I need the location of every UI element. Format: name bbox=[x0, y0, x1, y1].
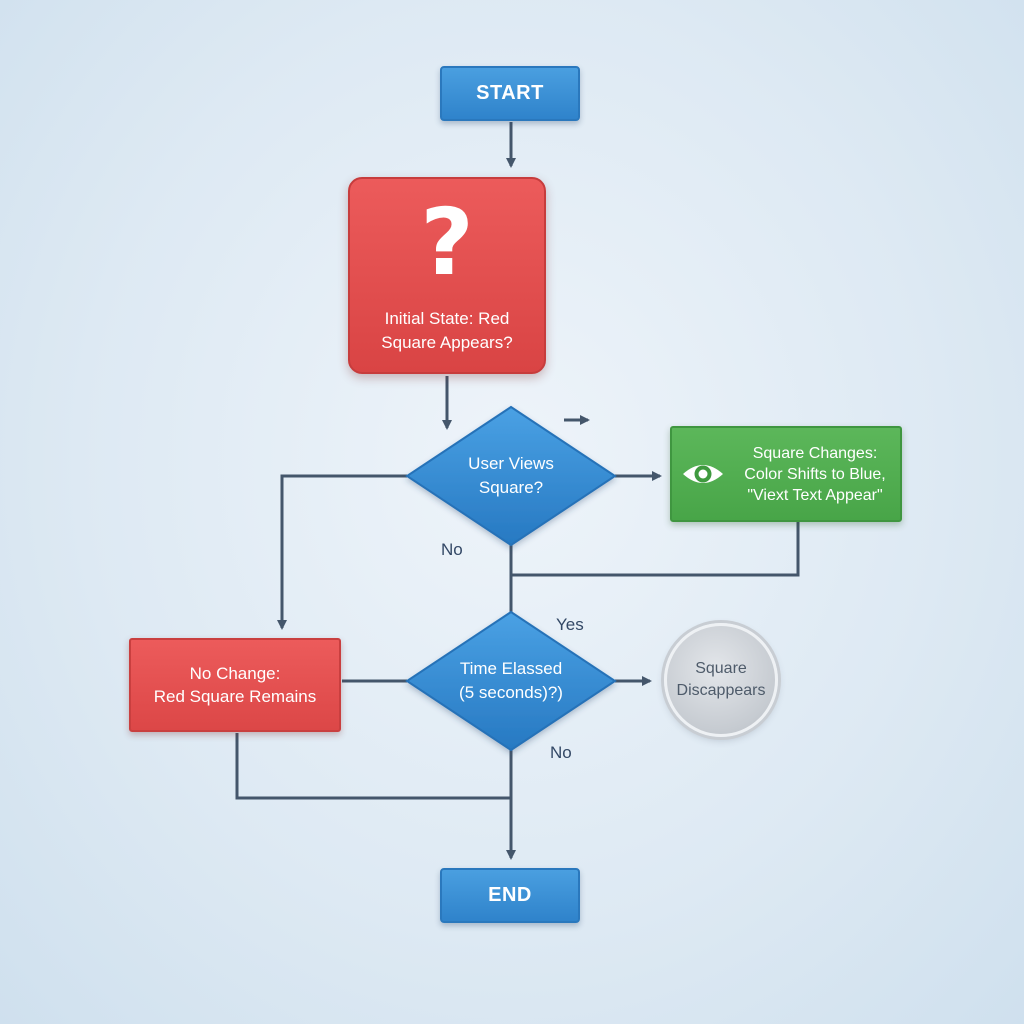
question-mark-icon: ? bbox=[420, 188, 474, 296]
user-views-text: User Views Square? bbox=[431, 452, 591, 500]
edge-label-user-views-no: No bbox=[441, 540, 463, 559]
square-changes-node: Square Changes: Color Shifts to Blue, "V… bbox=[670, 426, 902, 522]
decision-diamond-time bbox=[405, 610, 617, 752]
line-no-change-return bbox=[235, 733, 511, 800]
square-changes-text: Square Changes: Color Shifts to Blue, "V… bbox=[730, 443, 900, 506]
start-node: START bbox=[440, 66, 580, 121]
square-changes-line2: Color Shifts to Blue, bbox=[744, 465, 886, 483]
no-change-node: No Change: Red Square Remains bbox=[129, 638, 341, 732]
start-label: START bbox=[476, 82, 544, 104]
edge-label-time-yes: Yes bbox=[556, 615, 584, 634]
square-changes-line1: Square Changes: bbox=[752, 444, 878, 462]
user-views-line2: Square? bbox=[478, 478, 544, 497]
disappears-line2: Discappears bbox=[676, 682, 766, 699]
disappears-line1: Square bbox=[695, 660, 747, 677]
square-disappears-node: Square Discappears bbox=[664, 623, 778, 737]
time-line2: (5 seconds)?) bbox=[459, 683, 563, 702]
no-change-line2: Red Square Remains bbox=[153, 687, 317, 706]
end-node: END bbox=[440, 868, 580, 923]
initial-state-line2: Square Appears? bbox=[381, 332, 513, 352]
initial-state-node: ? Initial State: Red Square Appears? bbox=[348, 177, 546, 374]
line-square-changes-return bbox=[511, 522, 800, 577]
eye-icon bbox=[683, 465, 723, 483]
square-changes-line3: "Viext Text Appear" bbox=[747, 486, 883, 504]
time-elapsed-text: Time Elassed (5 seconds)?) bbox=[431, 657, 591, 705]
user-views-line1: User Views bbox=[468, 454, 554, 473]
initial-state-line1: Initial State: Red bbox=[384, 308, 510, 328]
edge-label-time-no: No bbox=[550, 743, 572, 762]
time-line1: Time Elassed bbox=[459, 659, 563, 678]
no-change-line1: No Change: bbox=[189, 664, 281, 683]
decision-diamond-user-views bbox=[405, 405, 617, 547]
line-user-views-no bbox=[277, 474, 407, 630]
end-label: END bbox=[488, 884, 532, 906]
